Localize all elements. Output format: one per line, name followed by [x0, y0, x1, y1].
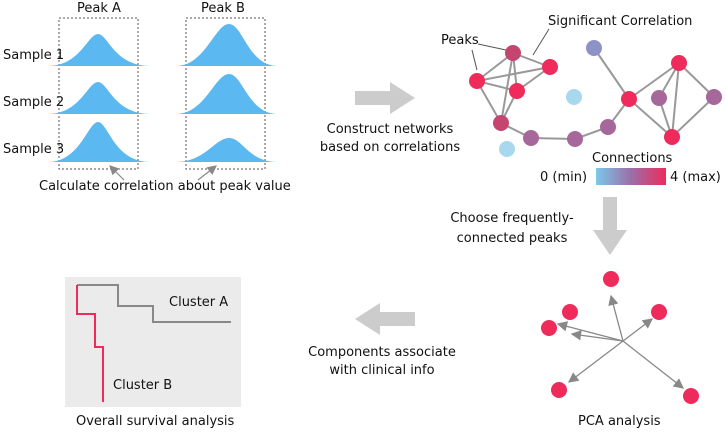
peak-a-sample2-curve	[48, 82, 150, 114]
cluster-a-curve	[77, 284, 231, 323]
peak-b-sample3-curve	[176, 138, 278, 162]
network-node	[505, 45, 521, 61]
pca-node	[683, 388, 699, 404]
step3-line2: with clinical info	[329, 363, 435, 378]
pca-node	[603, 271, 619, 287]
step3-line1: Components associate	[308, 345, 456, 360]
network-node	[523, 130, 539, 146]
step2-line2: connected peaks	[456, 231, 568, 246]
step3-label: Components associate with clinical info	[282, 344, 482, 380]
arrow-left	[355, 303, 415, 335]
network-node	[542, 59, 558, 75]
correlation-callout-line	[532, 28, 550, 56]
arrow-right	[355, 82, 415, 114]
peaks-callout-line-2	[477, 43, 507, 51]
peak-caption: Calculate correlation about peak value	[39, 179, 291, 194]
pca-node	[562, 304, 578, 320]
cluster-b-label: Cluster B	[113, 378, 173, 393]
peak-a-sample3-curve	[48, 122, 150, 162]
network-node	[469, 73, 485, 89]
legend-max-label: 4 (max)	[670, 170, 721, 185]
pca-node	[541, 320, 557, 336]
step1-line2: based on correlations	[319, 140, 461, 155]
pca-vectors	[556, 294, 685, 389]
network-node	[493, 115, 509, 131]
pca-caption: PCA analysis	[578, 414, 661, 429]
cluster-a-label: Cluster A	[169, 295, 229, 310]
peak-b-sample2-curve	[176, 74, 278, 114]
network-node	[671, 55, 687, 71]
significant-correlation-label: Significant Correlation	[548, 14, 693, 29]
network-node	[600, 119, 616, 135]
peak-b-box	[185, 17, 266, 170]
network-node-isolated	[499, 141, 515, 157]
network-node	[664, 129, 680, 145]
peak-a-sample1-curve	[48, 34, 150, 66]
peak-b-header: Peak B	[201, 1, 245, 16]
network-node	[567, 131, 583, 147]
step2-line1: Choose frequently-	[450, 211, 574, 226]
peak-a-box	[58, 17, 139, 170]
step1-label: Construct networks based on correlations	[300, 121, 480, 157]
step1-line1: Construct networks	[326, 122, 454, 137]
step2-label: Choose frequently- connected peaks	[422, 209, 602, 249]
network-node-isolated	[566, 89, 582, 105]
caption-arrow-a	[109, 165, 125, 181]
network-node	[706, 89, 722, 105]
pca-node	[651, 304, 667, 320]
network-node	[586, 40, 602, 56]
sample-2-label: Sample 2	[3, 95, 65, 110]
peaks-label: Peaks	[441, 33, 479, 48]
legend-title: Connections	[592, 151, 673, 166]
pca-nodes	[541, 271, 699, 404]
legend-min-label: 0 (min)	[540, 170, 588, 185]
peaks-callout-line	[471, 49, 478, 71]
survival-caption: Overall survival analysis	[76, 414, 235, 429]
arrow-down	[593, 197, 627, 255]
connections-legend-bar	[596, 168, 666, 185]
caption-arrow-b	[197, 165, 217, 181]
sample-3-label: Sample 3	[3, 142, 65, 157]
peak-a-header: Peak A	[77, 1, 121, 16]
network-nodes	[469, 40, 722, 157]
network-node	[621, 91, 637, 107]
cluster-b-curve	[76, 285, 104, 402]
network-node	[509, 83, 525, 99]
sample-1-label: Sample 1	[3, 48, 65, 63]
pca-node	[551, 382, 567, 398]
peak-b-sample1-curve	[176, 24, 278, 66]
network-node	[651, 90, 667, 106]
